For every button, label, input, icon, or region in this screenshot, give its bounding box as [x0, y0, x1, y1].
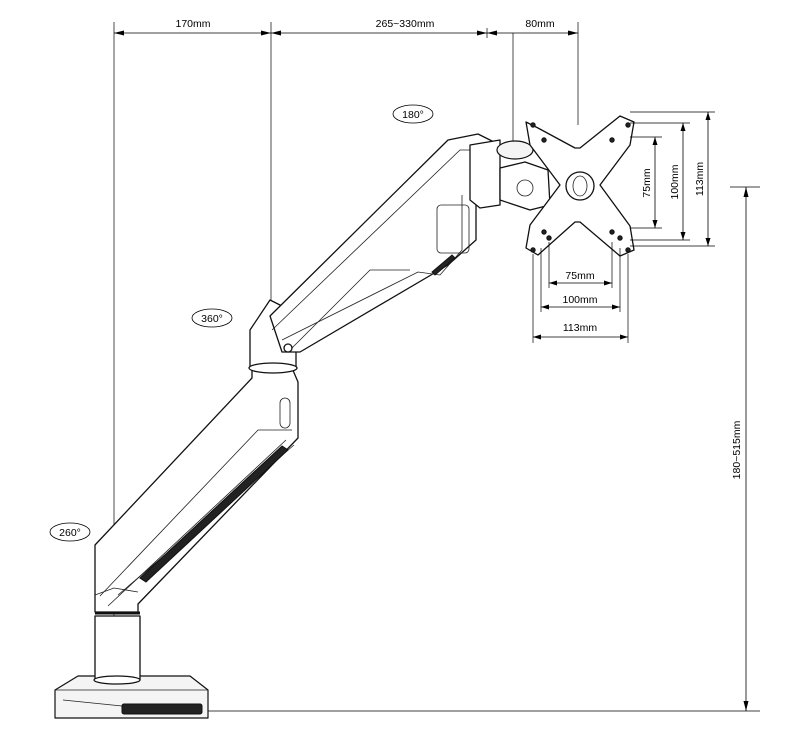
base-pole-bottom — [93, 675, 141, 685]
vesa-hole — [625, 122, 631, 128]
arrow-head — [477, 30, 487, 36]
dimension-label-height: 180~515mm — [731, 420, 743, 479]
arrow-head — [652, 137, 658, 145]
dimension-label-170: 170mm — [175, 18, 210, 30]
rotation-badge-base — [49, 522, 91, 542]
vesa-hole — [625, 247, 631, 253]
vesa-label-v-100: 100mm — [669, 164, 681, 199]
tilt-knob — [516, 179, 534, 197]
vesa-hole — [617, 235, 623, 241]
arrow-head — [680, 232, 686, 240]
vesa-vertical-dimensions: 75mm 100mm 113mm — [630, 111, 715, 247]
upper-arm-panel — [436, 204, 470, 254]
clamp-base-slot — [121, 703, 203, 715]
vesa-hole — [546, 235, 552, 241]
vesa-hole — [541, 229, 547, 235]
rotation-label-base: 260° — [59, 527, 81, 539]
upper-arm-line — [281, 195, 463, 341]
vesa-hole — [541, 137, 547, 143]
lower-arm-slot — [139, 445, 289, 583]
lower-arm-body — [94, 367, 299, 613]
lower-arm-joint-line — [94, 587, 139, 596]
vesa-hole — [530, 122, 536, 128]
arrow-head — [705, 112, 711, 120]
lower-arm-window — [279, 397, 291, 429]
vesa-horizontal-dimensions: 75mm 100mm 113mm — [532, 242, 629, 343]
vesa-label-h-113: 113mm — [563, 322, 597, 334]
vesa-label-h-100: 100mm — [562, 294, 597, 306]
desk-clamp — [54, 611, 209, 719]
head-bracket — [469, 139, 501, 209]
upper-arm-body — [269, 133, 501, 353]
rotation-label-elbow: 360° — [201, 313, 223, 325]
head-tilt-block — [499, 161, 551, 211]
lower-arm-line — [99, 429, 292, 597]
elbow-pivot-screw — [283, 343, 293, 353]
head-swivel-cap — [496, 140, 534, 160]
arrow-head — [743, 187, 749, 197]
rotation-badge-elbow — [191, 308, 233, 328]
arrow-head — [612, 304, 620, 310]
dimension-label-80: 80mm — [525, 18, 554, 30]
top-dimensions: 170mm 265~330mm 80mm — [113, 18, 579, 690]
rotation-badges: 180° 360° 260° — [49, 104, 434, 542]
arrow-head — [568, 30, 578, 36]
vesa-center-hole — [572, 175, 588, 197]
arrow-head — [271, 30, 281, 36]
rotation-label-head: 180° — [402, 109, 424, 121]
dimension-label-265-330: 265~330mm — [376, 18, 435, 30]
arrow-head — [549, 280, 557, 286]
tilt-head — [469, 139, 551, 211]
arrow-head — [743, 701, 749, 711]
base-pole — [94, 615, 141, 681]
upper-arm-slot — [431, 254, 456, 276]
vesa-label-h-75: 75mm — [565, 270, 594, 282]
vesa-hole — [609, 229, 615, 235]
arrow-head — [487, 30, 497, 36]
vesa-center-ring — [565, 171, 595, 201]
vesa-hole — [530, 247, 536, 253]
arrow-head — [705, 238, 711, 246]
lower-arm — [94, 367, 299, 613]
arrow-head — [680, 123, 686, 131]
elbow-ring — [248, 362, 298, 374]
rotation-badge-head — [392, 104, 434, 124]
vesa-label-v-113: 113mm — [694, 162, 706, 196]
clamp-base-edge — [62, 699, 123, 707]
arrow-head — [261, 30, 271, 36]
vesa-label-v-75: 75mm — [641, 168, 653, 197]
arrow-head — [533, 334, 541, 340]
arrow-head — [604, 280, 612, 286]
arrow-head — [652, 220, 658, 228]
height-dimension: 180~515mm — [200, 186, 760, 712]
vesa-hole — [609, 137, 615, 143]
upper-arm-line — [291, 269, 410, 349]
arrow-head — [541, 304, 549, 310]
arrow-head — [620, 334, 628, 340]
upper-arm — [269, 133, 501, 353]
arrow-head — [114, 30, 124, 36]
